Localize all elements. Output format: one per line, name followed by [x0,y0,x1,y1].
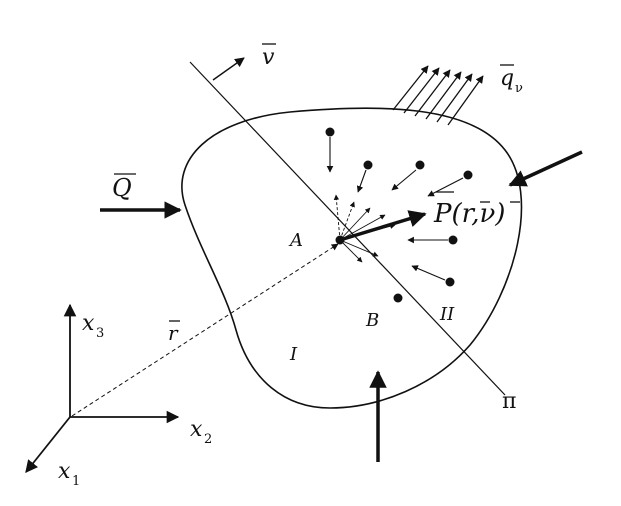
body-outline [181,107,523,409]
label-x1: x [58,459,71,484]
label-B: B [365,310,379,331]
force-right-arrow [508,150,583,187]
label-v: v [262,45,275,70]
label-II: II [439,304,455,325]
overbars [114,43,520,322]
label-P: P(r,ν) [433,199,505,229]
stress-fan [333,194,396,263]
label-x2: x [190,417,203,442]
label-q-sub: ν [515,81,523,96]
label-Q: Q [112,174,132,202]
label-q: q [500,66,514,91]
label-A: A [288,230,303,251]
label-I: I [289,344,298,365]
label-x2-sub: 2 [204,432,212,447]
interaction-arrows [326,137,464,281]
label-x1-sub: 1 [72,474,80,489]
axis-x1 [25,416,71,473]
label-x3-sub: 3 [96,326,104,341]
section-plane-line [189,61,506,396]
surface-load-qv [392,65,484,126]
label-r: r [168,321,179,345]
position-vector-r [71,243,339,417]
particles [325,127,473,303]
normal-vector-arrow [212,57,245,81]
label-pi: π [502,389,516,414]
label-x3: x [82,311,95,336]
stress-vector-P [339,210,427,242]
